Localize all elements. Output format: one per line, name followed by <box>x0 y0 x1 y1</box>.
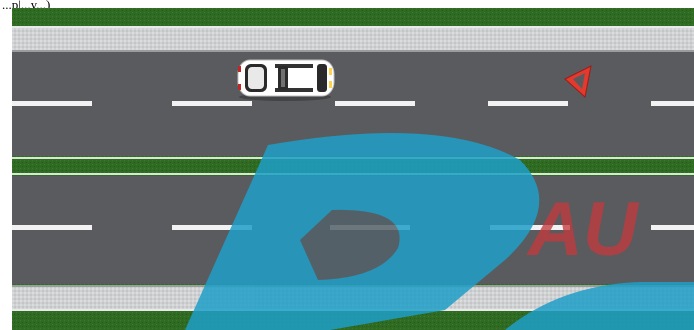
top-sidewalk <box>12 27 694 51</box>
lane-marking <box>12 225 92 230</box>
lane-marking <box>335 101 415 106</box>
lane-marking <box>12 101 92 106</box>
lane-marking <box>488 101 568 106</box>
watermark-letters: AU <box>526 187 640 272</box>
white-car-top-view <box>238 60 334 101</box>
lane-marking <box>172 101 252 106</box>
lane-marking <box>651 225 694 230</box>
lane-marking <box>651 101 694 106</box>
